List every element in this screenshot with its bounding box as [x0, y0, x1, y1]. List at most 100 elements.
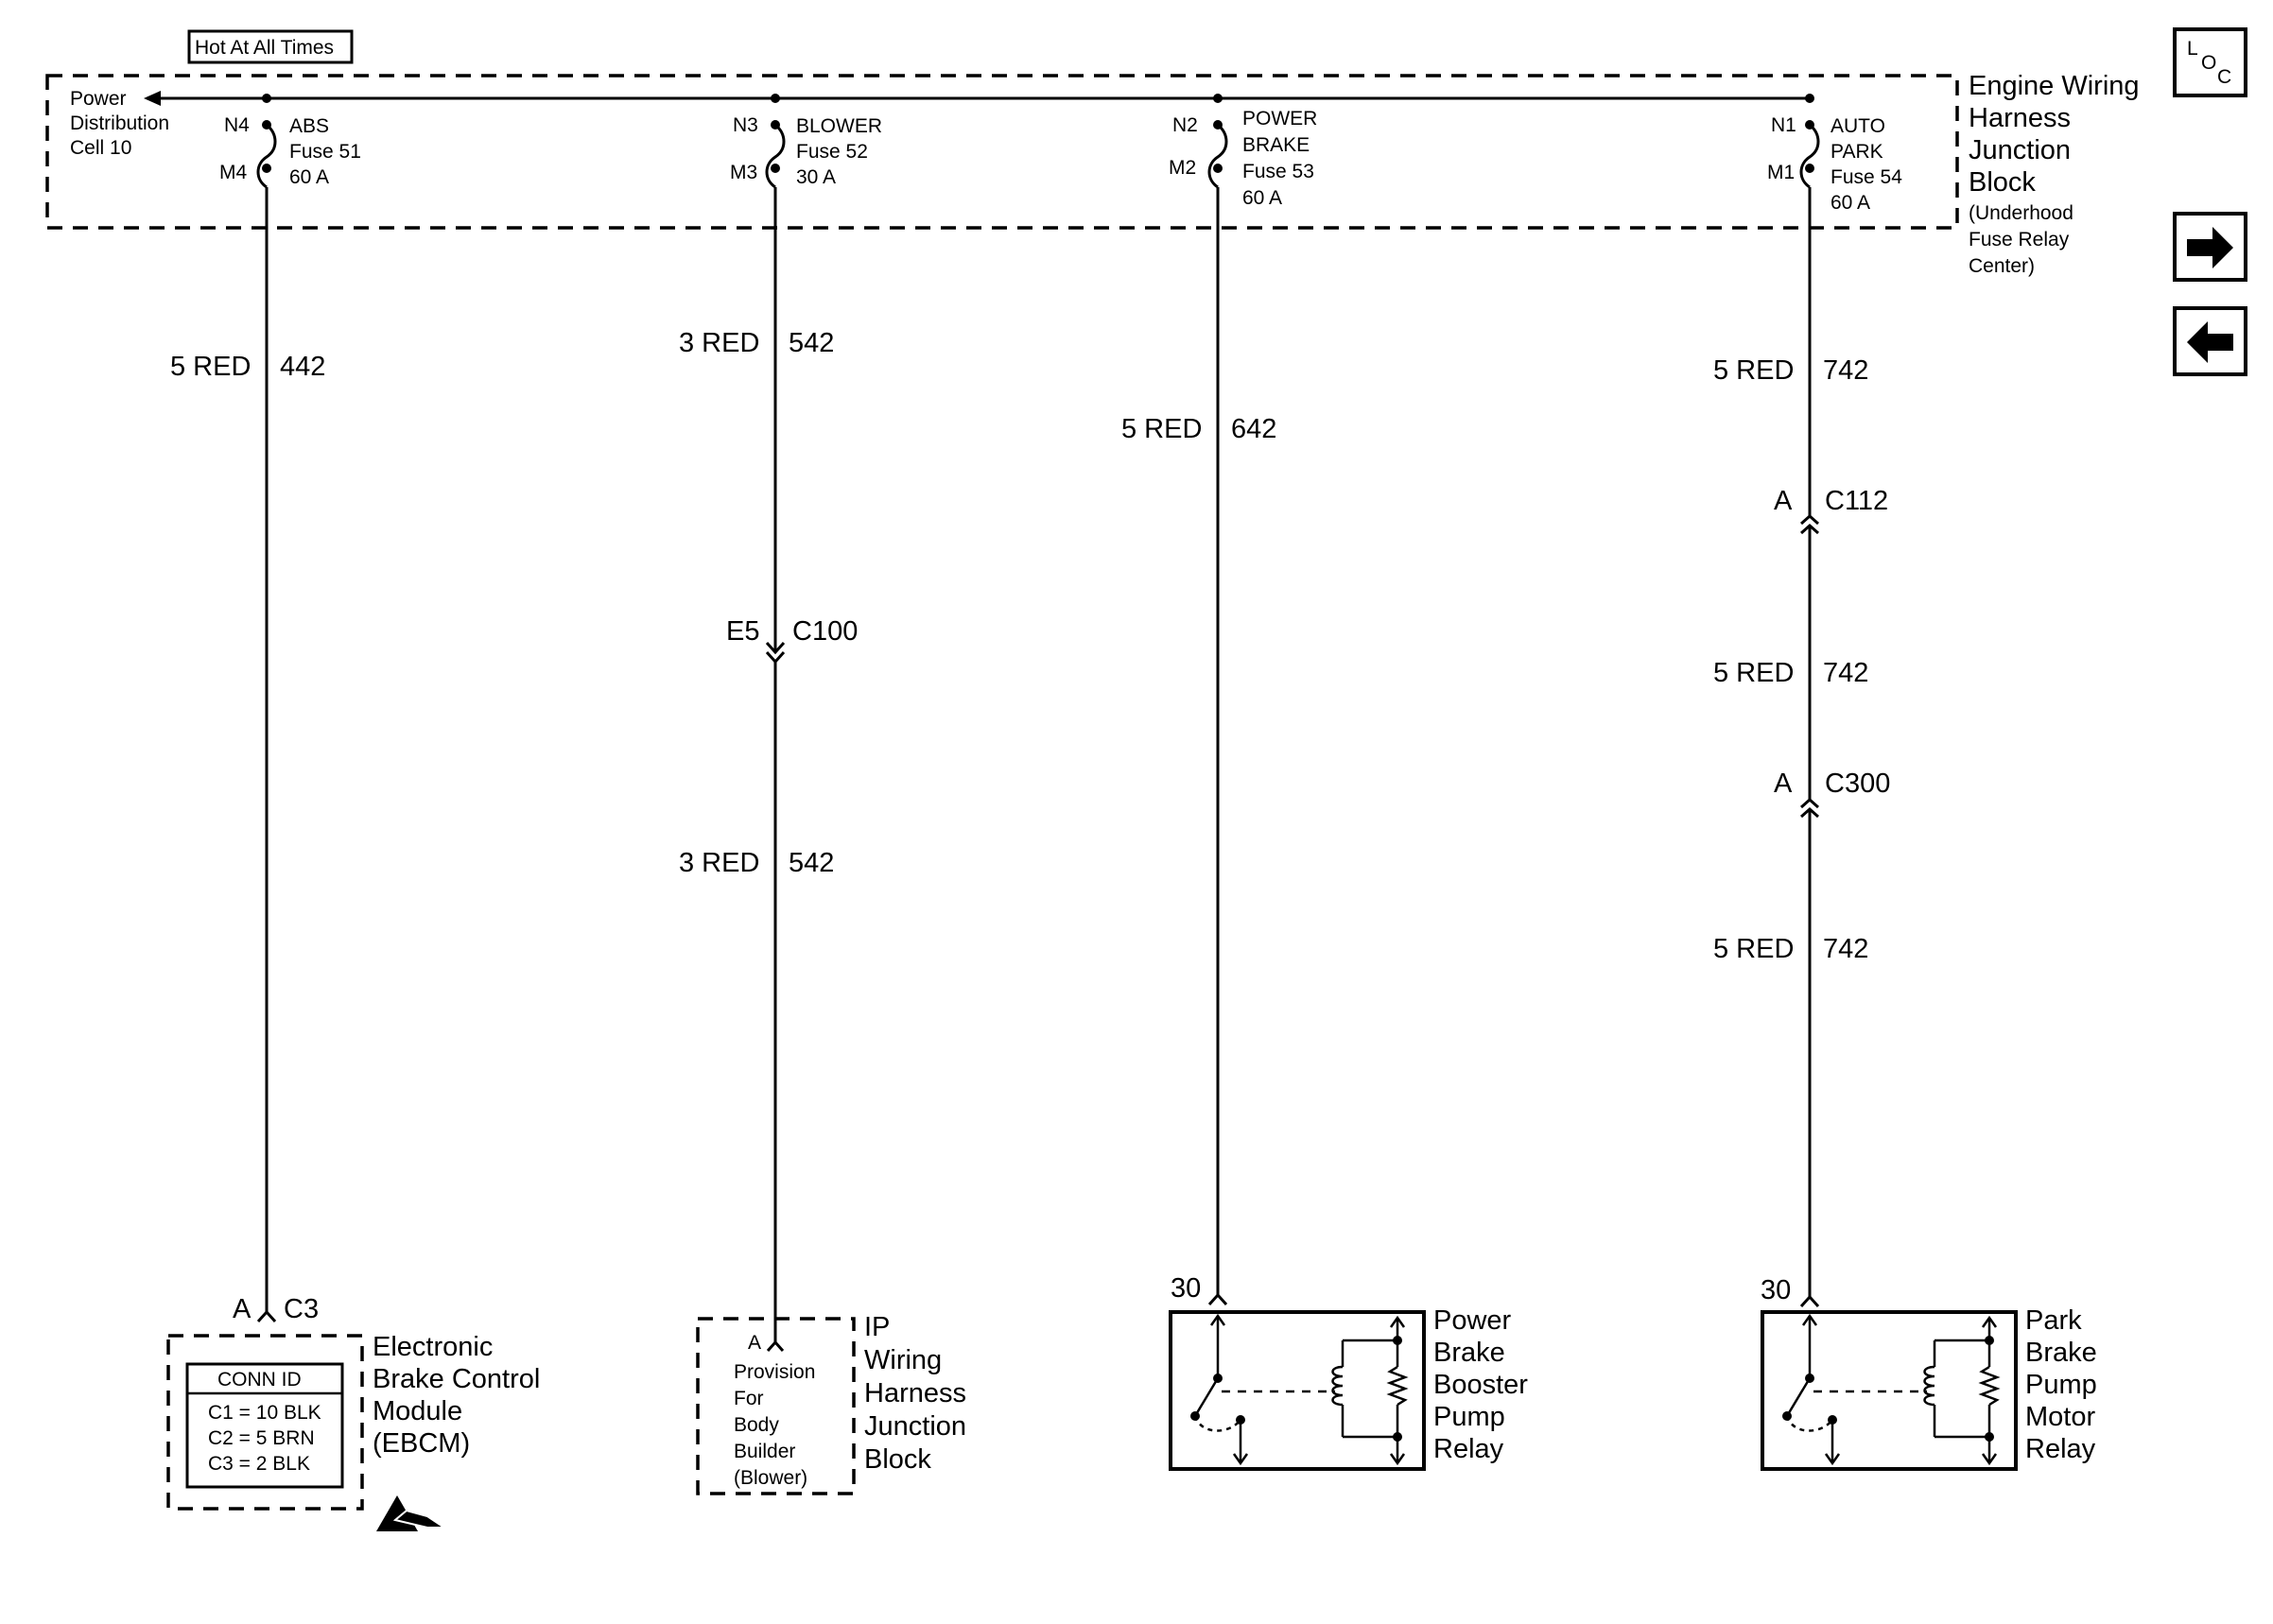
forward-button[interactable]	[2173, 212, 2247, 282]
connector-c3-pin: A	[233, 1294, 252, 1324]
svg-text:3 RED: 3 RED	[679, 848, 759, 878]
connector-c300-pin: A	[1774, 769, 1793, 799]
wire-542-upper-label: 3 RED 542	[679, 328, 834, 358]
svg-text:5 RED: 5 RED	[170, 352, 251, 382]
arrow-right-icon	[2187, 227, 2233, 268]
svg-text:742: 742	[1823, 355, 1868, 386]
ip-junction-block-label: IP Wiring Harness Junction Block	[864, 1312, 966, 1475]
svg-text:N3: N3	[733, 114, 758, 136]
svg-text:5 RED: 5 RED	[1713, 355, 1794, 386]
ppm-relay-pin-symbol	[1799, 1294, 1820, 1308]
bus-arrow-icon	[144, 91, 161, 106]
ppm-relay-label: Park Brake Pump Motor Relay	[2025, 1305, 2097, 1464]
svg-text:CONN ID: CONN ID	[217, 1369, 302, 1391]
pbb-relay-pin-symbol	[1207, 1292, 1228, 1306]
svg-text:542: 542	[789, 328, 834, 358]
fuse-54: N1 M1 AUTO PARK Fuse 54 60 A	[1767, 94, 1902, 214]
svg-text:AUTO: AUTO	[1831, 115, 1885, 137]
svg-text:Distribution: Distribution	[70, 112, 169, 134]
svg-text:Fuse 54: Fuse 54	[1831, 166, 1902, 188]
svg-text:Module: Module	[373, 1396, 462, 1426]
svg-text:5 RED: 5 RED	[1713, 934, 1794, 964]
svg-text:O: O	[2201, 52, 2216, 74]
svg-text:Brake: Brake	[1433, 1338, 1505, 1368]
svg-text:Center): Center)	[1969, 255, 2035, 277]
ebcm-module: CONN ID C1 = 10 BLK C2 = 5 BRN C3 = 2 BL…	[166, 1334, 364, 1511]
svg-text:POWER: POWER	[1242, 108, 1317, 130]
svg-text:Power: Power	[70, 88, 127, 110]
svg-text:M2: M2	[1169, 157, 1196, 179]
connector-c100-pin: E5	[726, 616, 759, 647]
svg-text:Pump: Pump	[1433, 1402, 1505, 1432]
connector-c300-name: C300	[1825, 769, 1890, 799]
svg-text:Fuse 51: Fuse 51	[289, 141, 361, 163]
wire-442-label: 5 RED 442	[170, 352, 325, 382]
svg-text:Relay: Relay	[1433, 1434, 1504, 1464]
svg-text:Body: Body	[734, 1414, 779, 1436]
loc-button[interactable]: L O C	[2173, 27, 2247, 97]
svg-text:Power: Power	[1433, 1305, 1512, 1336]
svg-text:60 A: 60 A	[1831, 192, 1870, 214]
svg-text:Fuse 52: Fuse 52	[796, 141, 868, 163]
svg-text:M4: M4	[219, 162, 247, 183]
svg-text:Builder: Builder	[734, 1441, 795, 1462]
svg-text:5 RED: 5 RED	[1121, 414, 1202, 444]
engine-wiring-junction-block-label: Engine Wiring Harness Junction Block (Un…	[1969, 71, 2140, 277]
junction-block-outline	[45, 74, 1959, 230]
hot-at-all-times-label: Hot At All Times	[195, 37, 334, 59]
svg-text:Engine Wiring: Engine Wiring	[1969, 71, 2140, 101]
power-distribution-label: Power Distribution Cell 10	[70, 88, 169, 159]
svg-text:For: For	[734, 1388, 764, 1409]
svg-text:(Blower): (Blower)	[734, 1467, 807, 1489]
svg-text:Junction: Junction	[1969, 135, 2071, 165]
svg-text:Junction: Junction	[864, 1411, 966, 1442]
svg-text:642: 642	[1231, 414, 1276, 444]
svg-text:Harness: Harness	[864, 1378, 966, 1408]
svg-text:742: 742	[1823, 658, 1868, 688]
ebcm-label: Electronic Brake Control Module (EBCM)	[373, 1332, 540, 1459]
svg-text:Booster: Booster	[1433, 1370, 1528, 1400]
svg-text:Block: Block	[864, 1444, 931, 1475]
svg-text:Relay: Relay	[2025, 1434, 2096, 1464]
svg-text:Brake Control: Brake Control	[373, 1364, 540, 1394]
ip-junction-block: A Provision For Body Builder (Blower)	[696, 1317, 856, 1495]
svg-text:BRAKE: BRAKE	[1242, 134, 1310, 156]
hot-at-all-times-box	[187, 29, 354, 64]
connector-c112-name: C112	[1825, 486, 1888, 516]
svg-text:Pump: Pump	[2025, 1370, 2097, 1400]
svg-text:C1 = 10 BLK: C1 = 10 BLK	[208, 1402, 321, 1424]
svg-text:442: 442	[280, 352, 325, 382]
svg-text:C: C	[2217, 66, 2231, 88]
fuse-51: N4 M4 ABS Fuse 51 60 A	[219, 94, 361, 189]
connector-c112-pin: A	[1774, 486, 1793, 516]
connector-c100-name: C100	[792, 616, 858, 647]
esd-warning-icon	[376, 1495, 448, 1531]
svg-text:542: 542	[789, 848, 834, 878]
svg-text:IP: IP	[864, 1312, 890, 1342]
wire-542-lower-label: 3 RED 542	[679, 848, 834, 878]
svg-text:ABS: ABS	[289, 115, 329, 137]
svg-text:BLOWER: BLOWER	[796, 115, 882, 137]
pbb-relay-label: Power Brake Booster Pump Relay	[1433, 1305, 1528, 1464]
wire-642-label: 5 RED 642	[1121, 414, 1276, 444]
svg-text:30 A: 30 A	[796, 166, 836, 188]
svg-text:Brake: Brake	[2025, 1338, 2097, 1368]
svg-text:3 RED: 3 RED	[679, 328, 759, 358]
svg-text:M3: M3	[730, 162, 757, 183]
svg-text:N2: N2	[1172, 114, 1198, 136]
arrow-left-icon	[2187, 321, 2233, 363]
svg-text:C2 = 5 BRN: C2 = 5 BRN	[208, 1427, 315, 1449]
svg-text:Fuse 53: Fuse 53	[1242, 161, 1314, 182]
svg-text:Fuse Relay: Fuse Relay	[1969, 229, 2070, 251]
svg-text:Harness: Harness	[1969, 103, 2071, 133]
connector-c3-symbol	[256, 1309, 277, 1323]
svg-text:60 A: 60 A	[1242, 187, 1282, 209]
connector-c3-name: C3	[284, 1294, 319, 1324]
svg-text:(EBCM): (EBCM)	[373, 1428, 470, 1459]
wire-742-middle-label: 5 RED 742	[1713, 658, 1868, 688]
svg-text:N1: N1	[1771, 114, 1796, 136]
back-button[interactable]	[2173, 306, 2247, 376]
wire-742-lower-label: 5 RED 742	[1713, 934, 1868, 964]
pbb-relay-pin: 30	[1171, 1273, 1201, 1304]
